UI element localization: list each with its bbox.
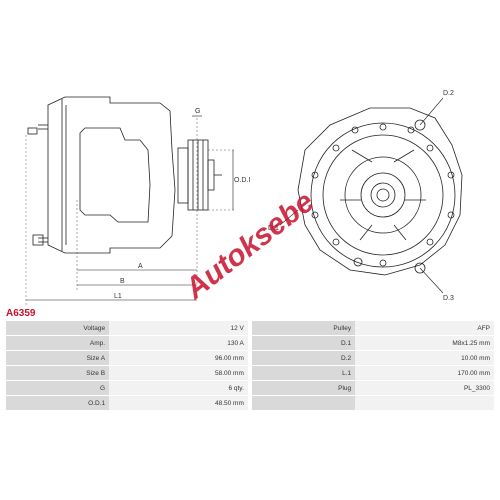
spec-value: 6 qty. [109, 381, 248, 395]
mount-hole-d2 [414, 119, 426, 131]
side-view-housing [47, 96, 176, 254]
spec-key: Voltage [6, 321, 110, 335]
alternator-drawing: G O.D.I A B L1 D.2 D.3 D.1 Autoksebe [25, 90, 463, 305]
spec-gap [247, 336, 253, 350]
front-view [297, 107, 463, 276]
watermark: Autoksebe [178, 185, 320, 305]
dimension-arrows [26, 115, 234, 301]
part-number: A6359 [6, 308, 36, 319]
spec-gap [247, 351, 253, 365]
label-od1: O.D.I [234, 177, 250, 184]
spec-gap [247, 381, 253, 395]
side-view [27, 96, 222, 254]
spec-gap [247, 321, 253, 335]
side-view-dimensions [25, 118, 236, 305]
spec-key: L.1 [252, 366, 356, 380]
label-l1: L1 [114, 293, 122, 300]
label-a: A [138, 263, 143, 270]
spec-key: Size B [6, 366, 110, 380]
spec-value [355, 396, 494, 410]
spec-key: O.D.1 [6, 396, 110, 410]
label-d2: D.2 [443, 90, 454, 97]
spec-gap [247, 366, 253, 380]
spec-value: 12 V [109, 321, 248, 335]
label-b: B [120, 278, 125, 285]
spec-value: 58.00 mm [109, 366, 248, 380]
spec-value: PL_3300 [355, 381, 494, 395]
spec-key: Size A [6, 351, 110, 365]
mount-hole-d3 [414, 262, 426, 274]
spec-key [252, 396, 356, 410]
spec-value: M8x1.25 mm [355, 336, 494, 350]
label-d1: D.1 [268, 225, 279, 232]
spec-key: D.2 [252, 351, 356, 365]
spec-gap [247, 396, 253, 410]
spec-key: Amp. [6, 336, 110, 350]
spec-value: 96.00 mm [109, 351, 248, 365]
front-view-leaders [279, 97, 444, 294]
spec-key: Pulley [252, 321, 356, 335]
spec-value: AFP [355, 321, 494, 335]
spec-key: Plug [252, 381, 356, 395]
spec-value: 10.00 mm [355, 351, 494, 365]
spec-key: D.1 [252, 336, 356, 350]
label-d3: D.3 [443, 295, 454, 302]
spec-value: 130 A [109, 336, 248, 350]
spec-value: 170.00 mm [355, 366, 494, 380]
side-view-inner-contour [79, 127, 151, 223]
front-view-outline [297, 107, 463, 276]
spec-value: 48.50 mm [109, 396, 248, 410]
label-g: G [195, 108, 200, 115]
spec-key: G [6, 381, 110, 395]
